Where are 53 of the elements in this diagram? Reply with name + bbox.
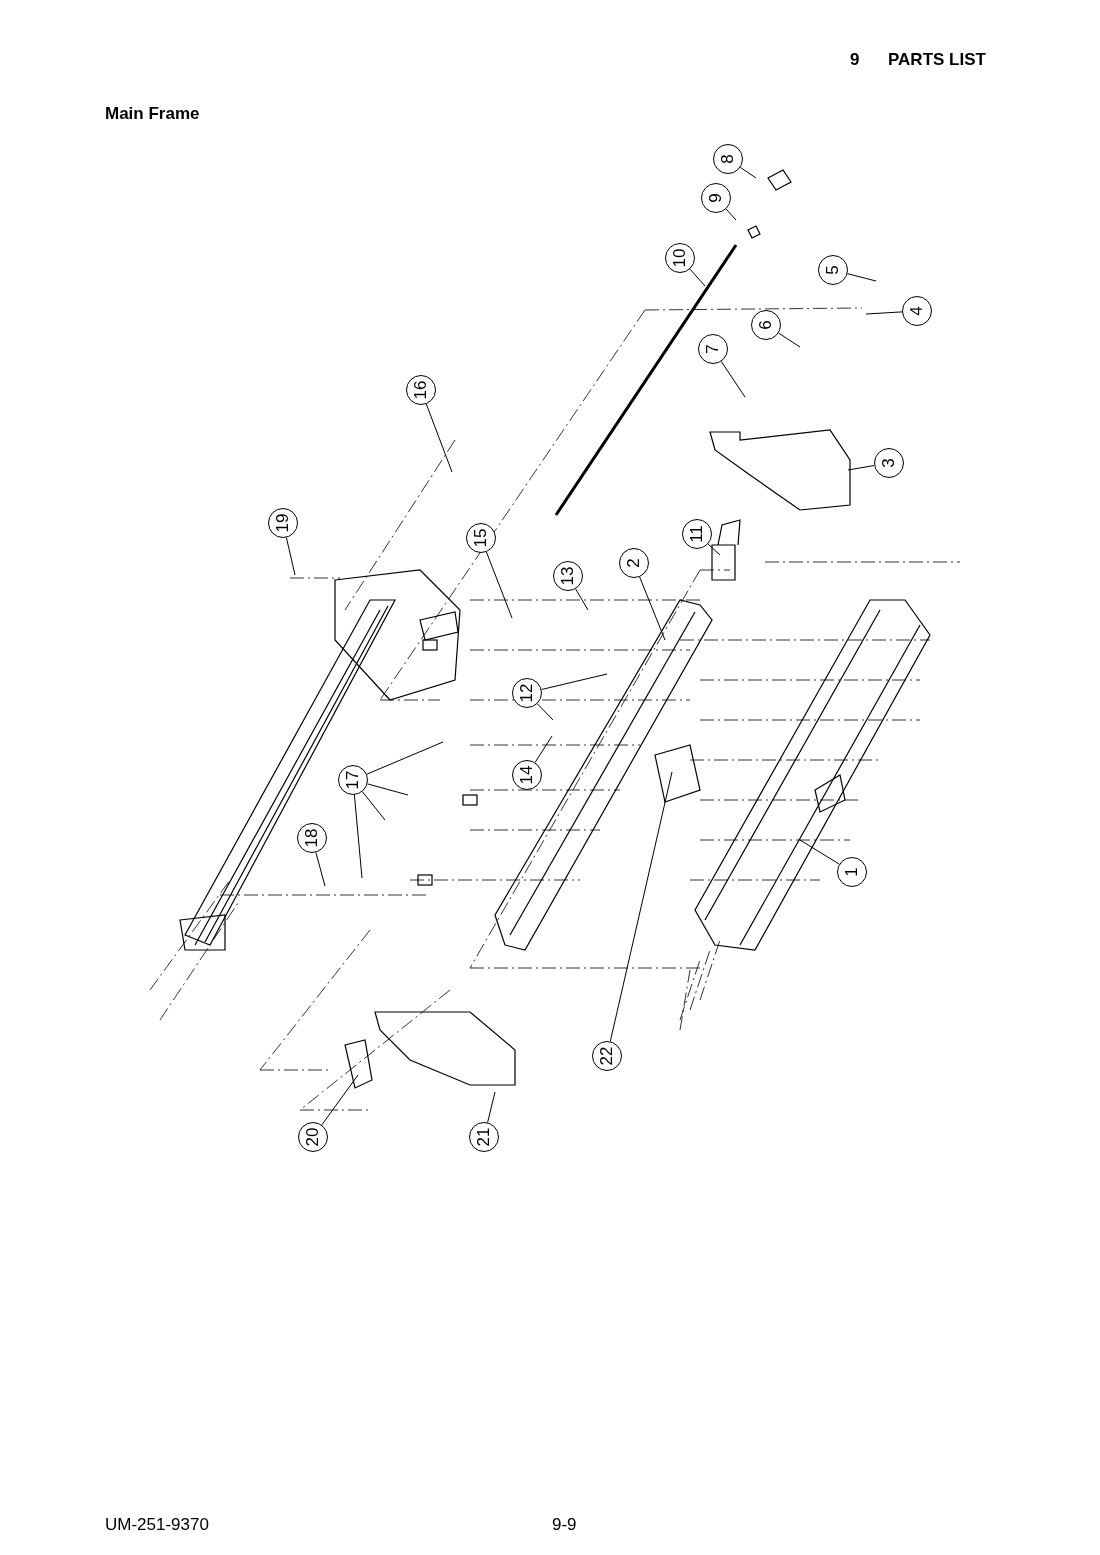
section-heading: PARTS LIST <box>888 50 986 70</box>
callout-number: 3 <box>874 448 904 478</box>
leader-line <box>534 735 553 763</box>
page-title: Main Frame <box>105 104 200 124</box>
leader-line <box>720 361 746 398</box>
leader-line <box>707 543 721 556</box>
callout-number: 19 <box>268 508 298 538</box>
callout-number: 22 <box>592 1041 622 1071</box>
leader-line <box>315 852 326 887</box>
callout-number: 13 <box>553 561 583 591</box>
callout-number: 15 <box>466 523 496 553</box>
leader-line <box>361 791 386 821</box>
page-number: 9-9 <box>552 1515 577 1535</box>
callout-number: 21 <box>469 1122 499 1152</box>
leader-line <box>285 537 296 576</box>
leader-line <box>536 703 554 721</box>
leader-line <box>865 311 903 315</box>
section-number: 9 <box>850 50 860 70</box>
leader-line <box>541 673 608 690</box>
callout-number: 5 <box>818 255 848 285</box>
callout-number: 6 <box>751 310 781 340</box>
callout-number: 20 <box>298 1122 328 1152</box>
leader-line <box>575 588 589 611</box>
leader-line <box>367 783 409 796</box>
document-number: UM-251-9370 <box>105 1515 209 1535</box>
callout-number: 7 <box>698 334 728 364</box>
leader-line <box>639 576 666 641</box>
leader-line <box>847 273 877 282</box>
leader-line <box>425 403 453 473</box>
leader-line <box>487 1091 496 1123</box>
callout-number: 11 <box>682 519 712 549</box>
leader-line <box>739 166 757 179</box>
leader-line <box>689 268 706 287</box>
leader-line <box>485 551 513 619</box>
callout-number: 1 <box>837 857 867 887</box>
leader-line <box>725 208 737 221</box>
callout-number: 9 <box>701 183 731 213</box>
callout-number: 17 <box>338 765 368 795</box>
leader-line <box>778 332 801 348</box>
callout-number: 12 <box>512 678 542 708</box>
callout-number: 10 <box>665 243 695 273</box>
leader-line <box>353 794 363 879</box>
callout-number: 16 <box>406 375 436 405</box>
callout-number: 2 <box>619 548 649 578</box>
leader-line <box>799 839 840 865</box>
leader-line <box>847 465 875 471</box>
callout-number: 14 <box>512 760 542 790</box>
leader-line <box>609 771 673 1042</box>
callout-number: 18 <box>297 823 327 853</box>
callout-number: 4 <box>902 296 932 326</box>
leader-line <box>321 1074 359 1126</box>
callout-number: 8 <box>713 144 743 174</box>
leader-line <box>366 741 444 775</box>
